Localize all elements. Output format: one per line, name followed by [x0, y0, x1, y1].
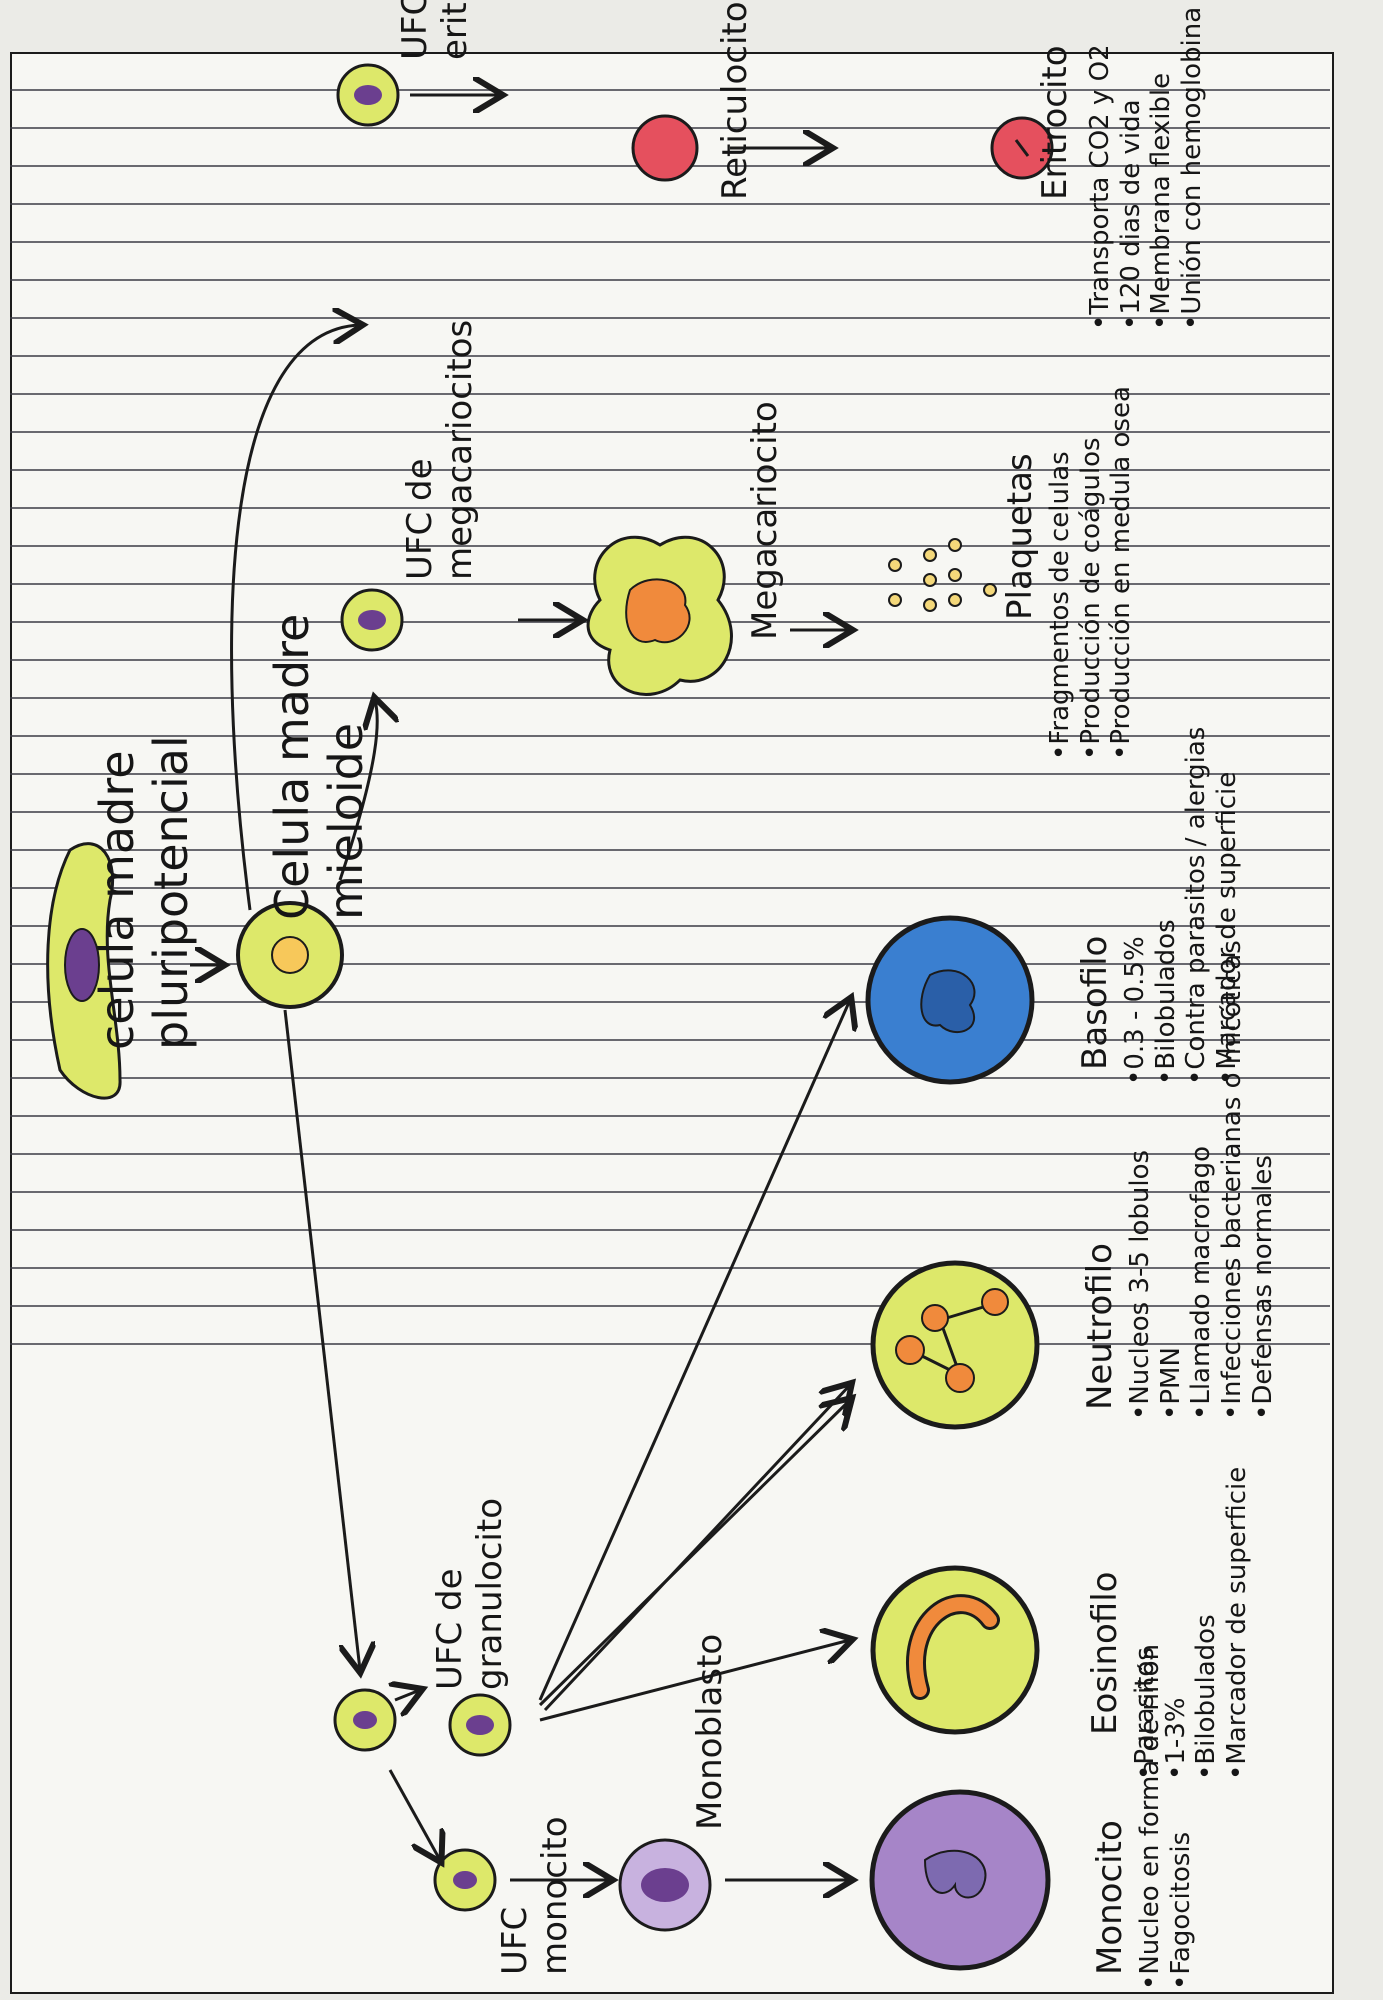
notes-eritrocito: •Transporta CO2 y O2•120 dias de vida•Me…: [1085, 0, 1208, 330]
eritrocito-cell: [990, 116, 1054, 180]
label-neutrofilo: Neutrofilo: [1080, 1243, 1120, 1410]
label-pluripotent: celula madre pluripotencial: [90, 735, 199, 1050]
note-line: •Bilobulados: [1191, 1614, 1222, 1780]
label-megacariocito: Megacariocito: [745, 401, 785, 640]
note-line: •PMN: [1155, 1347, 1186, 1420]
note-line: •0.3 - 0.5%: [1120, 936, 1150, 1085]
note-line: •Nucleo en forma de riñón: [1135, 1643, 1165, 1990]
arrow-granulocito-to-eosinofilo: [539, 1640, 850, 1722]
note-line: •Infecciones bacterianas o micóticas: [1217, 940, 1248, 1420]
arrow-granulocito-to-neutrofilo: [538, 1400, 850, 1707]
monocito-cell: [869, 1789, 1051, 1971]
label-plaquetas: Plaquetas: [1000, 453, 1040, 620]
label-ufc-granulocito: UFC de granulocito: [430, 1497, 511, 1690]
ufc-monocito-cell: [433, 1848, 497, 1912]
note-line: •Producción en medula osea: [1106, 386, 1137, 760]
arrow-granulocito-to-basofilo: [538, 1000, 850, 1701]
notes-plaquetas: •Fragmentos de celulas•Producción de coá…: [1045, 386, 1137, 760]
label-eritrocito: Eritrocito: [1035, 45, 1075, 200]
arrow-ufc-to-granulocito: [395, 1690, 420, 1700]
notes-monocito: •Nucleo en forma de riñón•Fagocitosis: [1135, 1643, 1196, 1990]
note-line: •Fagocitosis: [1165, 1831, 1196, 1990]
note-line: •Contra parasitos / alergias: [1181, 726, 1212, 1085]
label-reticulocito: Reticulocito: [715, 1, 755, 200]
note-line: •1-3%: [1160, 1697, 1191, 1780]
arrow-ufc-to-monocito: [388, 1769, 440, 1860]
megacariocito-cell: [586, 535, 733, 696]
myeloid-stem-cell: [236, 901, 344, 1009]
label-monocito: Monocito: [1090, 1820, 1130, 1975]
note-line: •Transporta CO2 y O2: [1085, 44, 1115, 330]
label-ufc-eritrocitos: UFC de eritrocitos: [395, 0, 475, 60]
note-line: •Defensas normales: [1247, 1155, 1278, 1420]
label-basofilo: Basofilo: [1075, 935, 1115, 1070]
ufc-megacariocitos-cell: [340, 588, 404, 652]
reticulocito-cell: [631, 114, 699, 182]
ufc-gm-cell: [333, 1688, 397, 1752]
arrow-granulocito-to-neutrofilo-2: [543, 1385, 850, 1712]
basofilo-cell: [865, 915, 1035, 1085]
note-line: •120 dias de vida: [1115, 99, 1146, 330]
arrow-myeloid-to-ufc: [283, 1009, 360, 1670]
note-line: •Bilobulados: [1150, 919, 1181, 1085]
notes-neutrofilo: •Nucleos 3-5 lobulos•PMN•Llamado macrofa…: [1125, 940, 1278, 1420]
plaquetas-dots: [888, 538, 997, 612]
note-line: •Fragmentos de celulas: [1045, 451, 1075, 760]
label-myeloid: Celula madre mieloide: [265, 613, 374, 920]
notebook-paper: [10, 52, 1334, 1994]
note-line: •Membrana flexible: [1146, 72, 1177, 330]
note-line: •Llamado macrofago: [1186, 1146, 1217, 1420]
note-line: •Nucleos 3-5 lobulos: [1125, 1149, 1155, 1420]
label-ufc-megacariocitos: UFC de megacariocitos: [400, 319, 481, 580]
note-line: •Marcador de superficie: [1222, 1466, 1253, 1780]
ufc-eritrocitos-cell: [336, 63, 400, 127]
ufc-granulocito-cell: [448, 1693, 512, 1757]
arrow-myeloid-to-eritrocitos: [230, 325, 360, 911]
label-eosinofilo: Eosinofilo: [1085, 1571, 1125, 1735]
pluripotent-stem-cell: [46, 842, 122, 1100]
eosinofilo-cell: [870, 1565, 1040, 1735]
monoblasto-cell: [618, 1838, 712, 1932]
note-line: •Producción de coágulos: [1075, 437, 1106, 760]
label-monoblasto: Monoblasto: [690, 1633, 730, 1830]
note-line: •Unión con hemoglobina: [1177, 6, 1208, 330]
label-ufc-monocito: UFC monocito: [495, 1816, 576, 1975]
neutrofilo-cell: [870, 1260, 1040, 1430]
arrow-myeloid-to-megacariocitos: [338, 700, 377, 881]
